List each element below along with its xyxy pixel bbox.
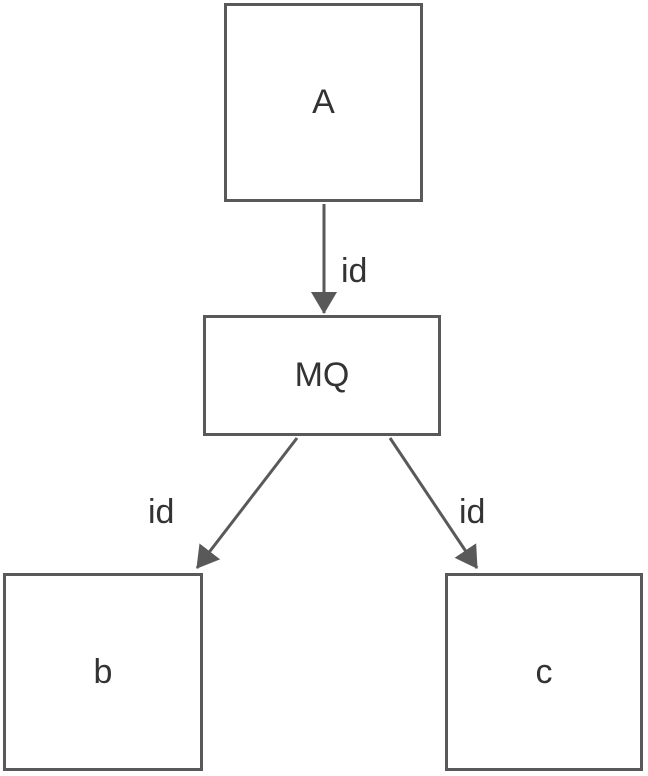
node-a-label: A [312, 83, 335, 121]
edge-label-a-mq: id [341, 252, 368, 290]
node-mq-label: MQ [294, 356, 350, 394]
node-c: c [445, 573, 643, 771]
node-b-label: b [93, 652, 113, 691]
node-mq: MQ [203, 315, 441, 436]
edge-label-mq-c: id [459, 493, 486, 531]
edge-mq-to-c [388, 437, 479, 569]
node-a: A [224, 3, 423, 202]
edge-label-mq-b: id [148, 493, 175, 531]
edge-mq-to-b [195, 437, 299, 569]
node-b: b [3, 573, 203, 771]
node-c-label: c [535, 652, 553, 691]
